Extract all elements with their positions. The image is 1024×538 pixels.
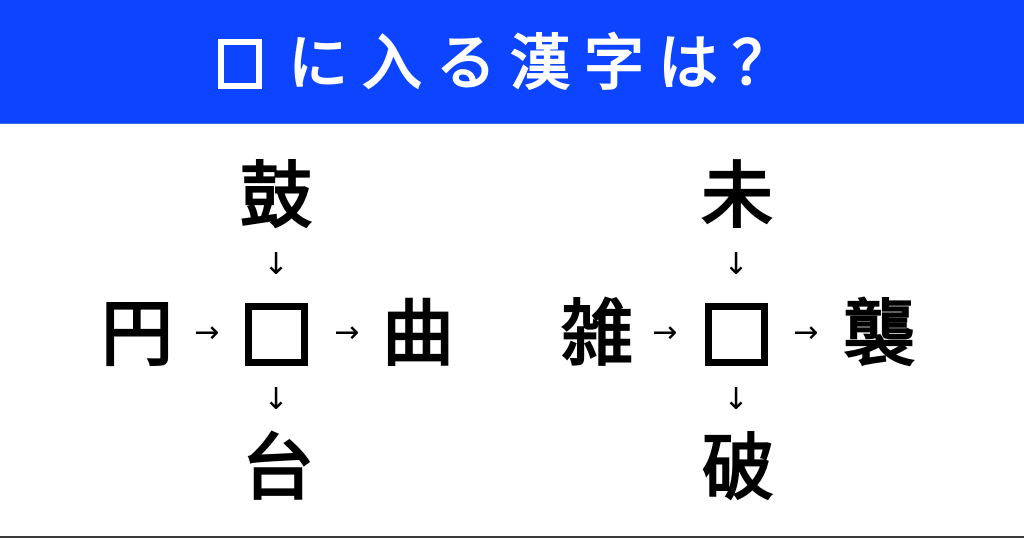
arrow-down-icon: ↓ [723, 247, 749, 282]
arrow-down-icon: ↓ [263, 247, 289, 282]
blank-answer-box [705, 303, 768, 366]
kanji-right: 曲 [381, 292, 454, 376]
kanji-right: 襲 [842, 292, 915, 376]
kanji-left: 円 [100, 292, 173, 376]
kanji-bottom: 台 [241, 426, 314, 510]
header-banner: に入る漢字は？ [0, 0, 1024, 124]
kanji-left: 雑 [560, 292, 633, 376]
arrow-right-icon: → [793, 315, 819, 350]
blank-answer-box [245, 303, 308, 366]
kanji-bottom: 破 [701, 426, 774, 510]
arrow-right-icon: → [334, 315, 360, 350]
page-title: に入る漢字は？ [218, 34, 806, 94]
arrow-down-icon: ↓ [723, 382, 749, 417]
kanji-top: 未 [700, 154, 773, 238]
kanji-top: 鼓 [239, 154, 312, 238]
bottom-divider [0, 536, 1024, 538]
arrow-right-icon: → [194, 315, 220, 350]
blank-box-icon [218, 38, 262, 89]
arrow-down-icon: ↓ [263, 382, 289, 417]
title-text: に入る漢字は？ [288, 28, 806, 99]
arrow-right-icon: → [652, 315, 678, 350]
